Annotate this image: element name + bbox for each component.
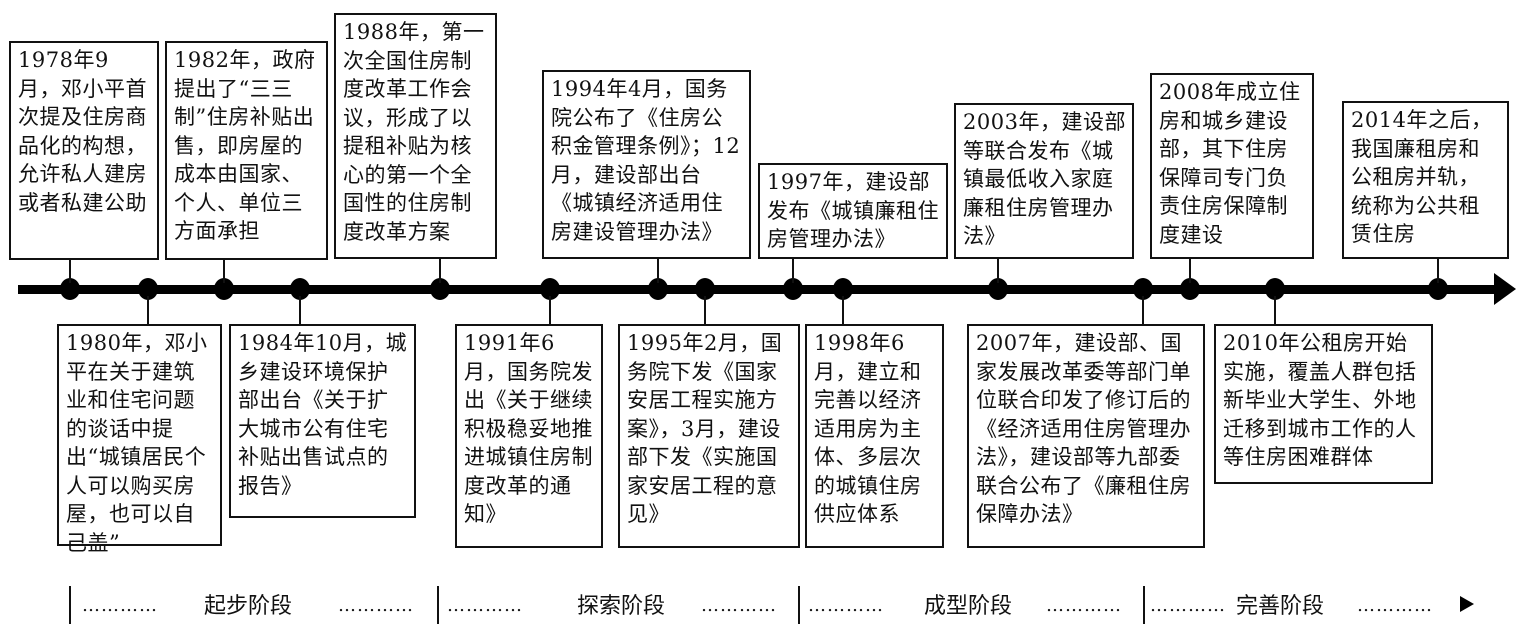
connector-1991 [549,296,551,324]
timeline-dot-1995 [695,278,715,300]
stage-divider-2 [798,586,800,624]
event-box-2008: 2008年成立住房和城乡建设部，其下住房保障司专门负责住房保障制度建设 [1150,73,1314,259]
event-box-1995: 1995年2月，国务院下发《国家安居工程实施方案》，3月，建设部下发《实施国家安… [618,324,800,548]
event-box-1998: 1998年6月，建立和完善以经济适用房为主体、多层次的城镇住房供应体系 [805,324,944,548]
timeline-dot-1980 [138,278,158,300]
timeline-dot-2008 [1180,278,1200,300]
event-box-1994: 1994年4月，国务院公布了《住房公积金管理条例》；12月，建设部出台《城镇经济… [542,70,751,259]
stage-label-explore: 探索阶段 [577,594,666,619]
connector-1997 [792,258,794,283]
timeline-dot-1988 [430,278,450,300]
connector-1978 [69,259,71,283]
connector-2008 [1189,258,1191,283]
connector-1995 [704,296,706,324]
event-box-1984: 1984年10月，城乡建设环境保护部出台《关于扩大城市公有住宅补贴出售试点的报告… [229,324,416,518]
event-box-2014: 2014年之后，我国廉租房和公租房并轨，统称为公共租赁住房 [1342,101,1509,259]
stage-dots: ………… [1150,595,1226,616]
timeline-axis [18,285,1498,294]
timeline-dot-1982 [214,278,234,300]
timeline-arrowhead-icon [1494,273,1516,305]
stage-arrow-icon [1460,596,1474,612]
connector-1994 [657,258,659,283]
stage-dots: ………… [1046,595,1122,616]
stage-dots: ………… [447,595,523,616]
event-box-1978: 1978年9月，邓小平首次提及住房商品化的构想，允许私人建房或者私建公助 [9,41,159,260]
stage-dots: ………… [808,595,884,616]
timeline-dot-2003 [988,278,1008,300]
event-box-1991: 1991年6月，国务院发出《关于继续积极稳妥地推进城镇住房制度改革的通知》 [455,324,603,548]
timeline-dot-1978 [60,278,80,300]
timeline-dot-1997 [783,278,803,300]
event-box-2010: 2010年公租房开始实施，覆盖人群包括新毕业大学生、外地迁移到城市工作的人等住房… [1214,324,1433,484]
timeline-dot-2007 [1133,278,1153,300]
stage-label-improve: 完善阶段 [1236,594,1325,619]
connector-1980 [147,296,149,324]
event-box-2003: 2003年，建设部等联合发布《城镇最低收入家庭廉租住房管理办法》 [954,103,1134,259]
connector-2010 [1274,296,1276,324]
connector-2007 [1142,296,1144,324]
stage-divider-3 [1143,586,1145,624]
event-box-1988: 1988年，第一次全国住房制度改革工作会议，形成了以提租补贴为核心的第一个全国性… [334,13,497,259]
stage-divider-1 [437,586,439,624]
event-box-1997: 1997年，建设部发布《城镇廉租住房管理办法》 [758,163,948,259]
event-box-2007: 2007年，建设部、国家发展改革委等部门单位联合印发了修订后的《经济适用住房管理… [967,324,1205,548]
connector-2014 [1437,258,1439,283]
stage-dots: ………… [82,595,158,616]
timeline-dot-2010 [1265,278,1285,300]
stage-dots: ………… [338,595,414,616]
connector-1988 [439,258,441,283]
stage-divider-start [69,586,71,624]
timeline-dot-1994 [648,278,668,300]
stage-dots: ………… [1357,595,1433,616]
stage-label-form: 成型阶段 [924,594,1013,619]
stage-dots: ………… [701,595,777,616]
event-box-1982: 1982年，政府提出了“三三制”住房补贴出售，即房屋的成本由国家、个人、单位三方… [165,41,328,260]
timeline-dot-1998 [833,278,853,300]
connector-1984 [299,296,301,324]
connector-1998 [842,296,844,324]
stage-label-start: 起步阶段 [204,594,293,619]
event-box-1980: 1980年，邓小平在关于建筑业和住宅问题的谈话中提出“城镇居民个人可以购买房屋，… [57,324,222,555]
timeline-dot-1991 [540,278,560,300]
connector-2003 [997,258,999,283]
timeline-dot-2014 [1428,278,1448,300]
connector-1982 [223,259,225,283]
timeline-dot-1984 [290,278,310,300]
